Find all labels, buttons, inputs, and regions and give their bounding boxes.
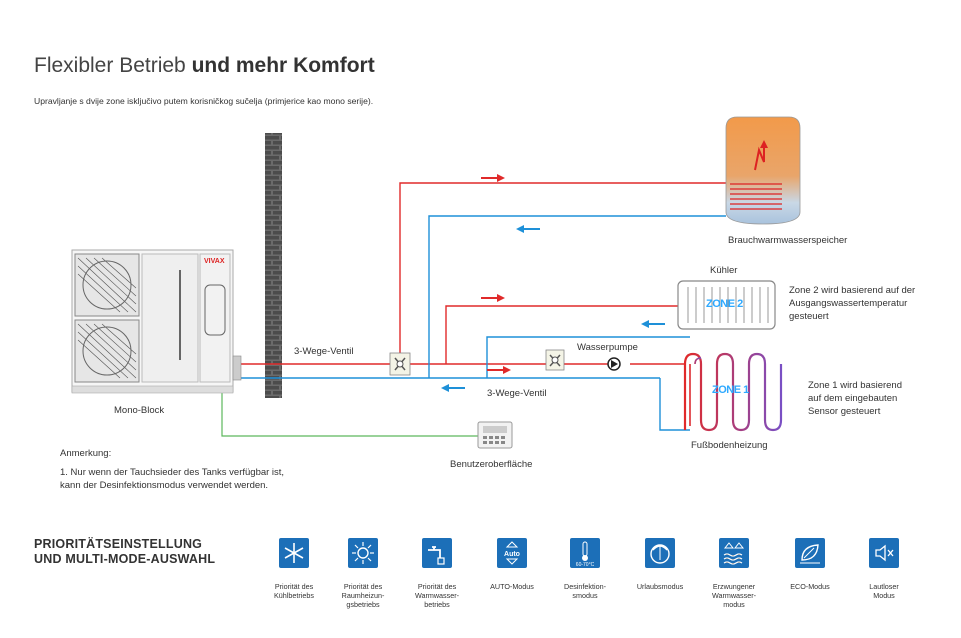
zone1-label: ZONE 1: [712, 384, 749, 396]
wall: [265, 133, 282, 398]
valve2-label: 3-Wege-Ventil: [487, 388, 547, 399]
three-way-valve-2: [545, 349, 565, 371]
unit-brand: VIVAX: [204, 258, 225, 265]
note-title: Anmerkung:: [60, 448, 112, 459]
water-pump: [607, 357, 621, 371]
thermometer-icon: 60-70°C: [570, 538, 600, 568]
hot-water-tank: [725, 116, 801, 225]
note-text: 1. Nur wenn der Tauchsieder des Tanks ve…: [60, 467, 285, 491]
mode-heating-priority: Priorität des Raumheizun- gsbetriebs: [326, 538, 400, 609]
svg-text:Auto: Auto: [504, 551, 520, 558]
tank-label: Brauchwarmwasserspeicher: [728, 235, 848, 246]
mode-vacation: Urlaubsmodus: [623, 538, 697, 591]
mode-forced-hot-water: Erzwungener Warmwasser- modus: [697, 538, 771, 609]
radiator: [677, 280, 776, 330]
valve1-label: 3-Wege-Ventil: [294, 346, 354, 357]
floor-heating-label: Fußbodenheizung: [691, 440, 768, 451]
user-interface-panel: [477, 421, 513, 449]
mode-eco: ECO-Modus: [773, 538, 847, 591]
priority-heading: PRIORITÄTSEINSTELLUNG UND MULTI-MODE-AUS…: [34, 537, 216, 566]
unit-label: Mono-Block: [114, 405, 165, 416]
cold-pipes: [237, 215, 726, 431]
faucet-icon: [422, 538, 452, 568]
eco-icon: [795, 538, 825, 568]
mode-auto: Auto AUTO-Modus: [475, 538, 549, 591]
auto-icon: Auto: [497, 538, 527, 568]
forced-hot-water-icon: [719, 538, 749, 568]
snowflake-icon: [279, 538, 309, 568]
mode-hot-water-priority: Priorität des Warmwasser- betriebs: [400, 538, 474, 609]
floor-heating-coil: [683, 352, 783, 432]
vacation-icon: [645, 538, 675, 568]
page-title: Flexibler Betrieb und mehr Komfort: [34, 54, 375, 77]
sun-icon: [348, 538, 378, 568]
signal-cable: [221, 393, 478, 437]
three-way-valve-1: [389, 352, 411, 376]
svg-text:60-70°C: 60-70°C: [576, 562, 595, 568]
speaker-mute-icon: [869, 538, 899, 568]
page-subtitle: Upravljanje s dvije zone isključivo pute…: [34, 96, 374, 106]
pump-label: Wasserpumpe: [577, 342, 638, 353]
flow-arrows: [441, 174, 665, 392]
cooler-label: Kühler: [710, 265, 738, 276]
mode-silent: Lautloser Modus: [847, 538, 921, 600]
mode-disinfection: 60-70°C Desinfektion- smodus: [548, 538, 622, 600]
mode-cooling-priority: Priorität des Kühlbetriebs: [257, 538, 331, 600]
zone2-label: ZONE 2: [706, 298, 743, 310]
outdoor-unit: [71, 249, 242, 394]
ui-label: Benutzeroberfläche: [450, 459, 533, 470]
